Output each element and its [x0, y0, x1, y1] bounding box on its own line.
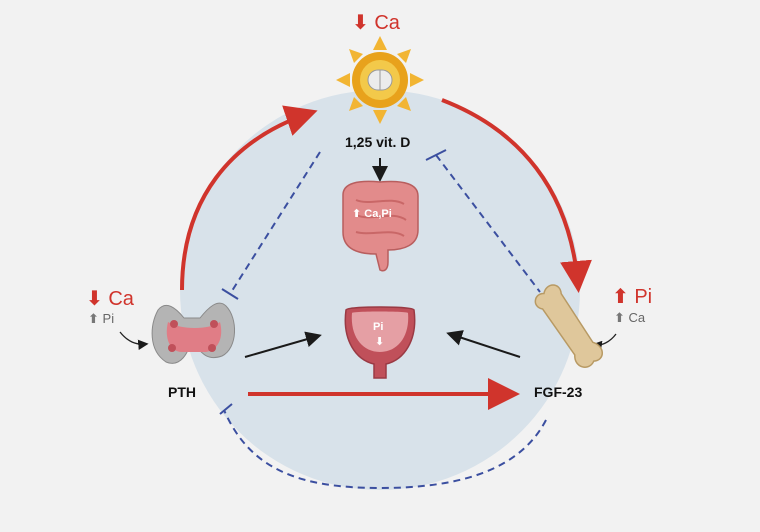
pth-inhibit-tbar	[221, 288, 239, 300]
sun-icon	[336, 36, 424, 124]
bladder-label: Pi	[373, 321, 384, 333]
top-ca-label: ⬇ Ca	[352, 10, 400, 35]
right-ca-label: ⬆ Ca	[614, 310, 645, 326]
bladder-down-arrow-icon: ⬇	[375, 336, 385, 348]
thyroid-icon	[151, 302, 236, 364]
top-ca-text: Ca	[374, 12, 400, 34]
pth-to-kidney-arrow	[244, 331, 322, 358]
vitd-to-fgf23-arrow	[441, 98, 592, 293]
vitd-label: 1,25 vit. D	[345, 134, 411, 150]
down-arrow-icon: ⬇	[86, 288, 103, 310]
bone-icon	[534, 284, 604, 368]
up-arrow-icon: ⬆	[88, 311, 99, 326]
pth-label: PTH	[168, 384, 196, 400]
bladder-icon	[344, 306, 416, 379]
fgf23-to-kidney-arrow	[446, 330, 521, 358]
down-arrow-icon: ⬇	[352, 12, 369, 34]
left-ca-text: Ca	[108, 288, 134, 310]
up-arrow-icon: ⬆	[612, 286, 629, 308]
fgf23-inhibit-pth-line	[223, 409, 547, 490]
gut-up-arrow-icon: ⬆	[352, 208, 362, 220]
up-arrow-icon: ⬆	[614, 310, 625, 325]
gut-label: ⬆ Ca,Pi	[352, 207, 392, 220]
left-ca-label: ⬇ Ca	[86, 286, 134, 311]
right-pi-text: Pi	[634, 286, 653, 308]
fgf23-inhibit-vitd-line	[435, 154, 541, 293]
left-input-arrow	[119, 331, 149, 350]
vitd-inhibit-tbar	[425, 149, 447, 161]
gut-text: Ca,Pi	[364, 208, 392, 220]
intestine-icon	[342, 180, 419, 272]
right-pi-label: ⬆ Pi	[612, 284, 652, 309]
pth-to-vitd-arrow	[180, 105, 318, 291]
left-pi-text: Pi	[102, 311, 115, 326]
fgf23-label: FGF-23	[534, 384, 583, 400]
left-pi-label: ⬆ Pi	[88, 311, 114, 327]
right-ca-text: Ca	[628, 310, 646, 325]
vitd-inhibit-pth-line	[229, 151, 321, 295]
pth-bottom-tbar	[219, 403, 233, 415]
background-circle	[180, 90, 580, 490]
